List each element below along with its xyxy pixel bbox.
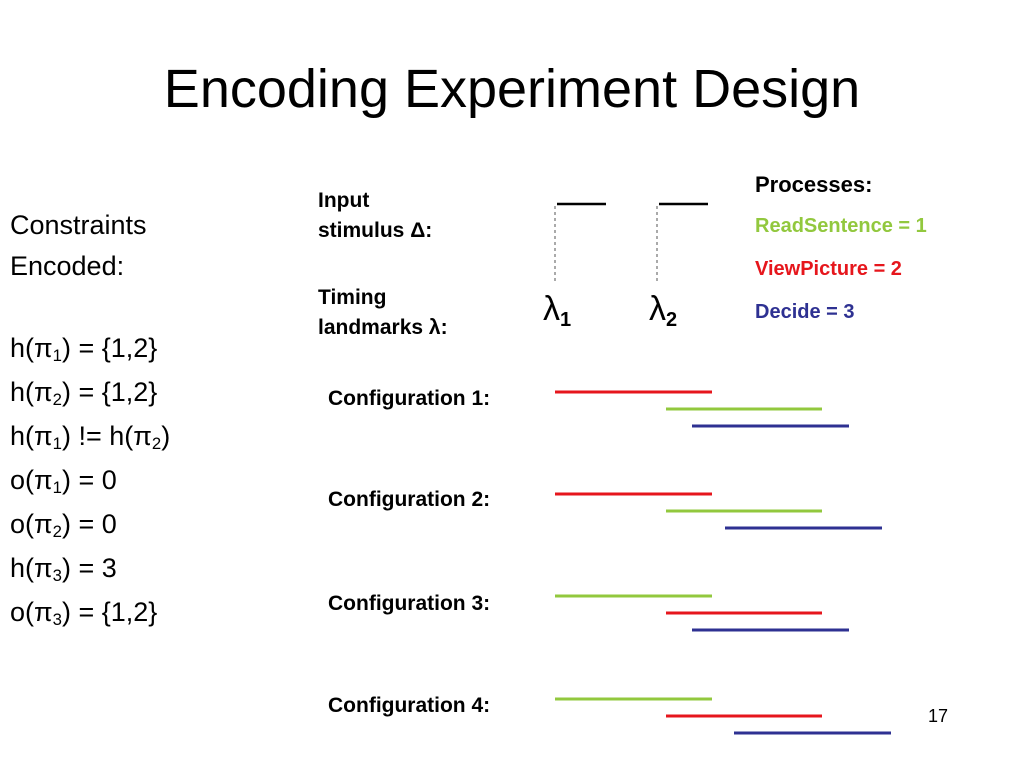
landmark-lambda-2: λ2 bbox=[649, 290, 678, 331]
delta-symbol: Δ bbox=[410, 219, 426, 242]
process-read-sentence: ReadSentence = 1 bbox=[755, 215, 927, 237]
configuration-1-label: Configuration 1: bbox=[328, 387, 491, 410]
constraint-line-1: h(π1) = {1,2} bbox=[10, 333, 158, 365]
constraints-heading-line2: Encoded: bbox=[10, 251, 125, 281]
constraint-line-6: h(π3) = 3 bbox=[10, 553, 117, 585]
constraint-line-7: o(π3) = {1,2} bbox=[10, 597, 158, 629]
constraint-line-5: o(π2) = 0 bbox=[10, 509, 117, 541]
processes-title: Processes: bbox=[755, 172, 873, 197]
constraint-line-2: h(π2) = {1,2} bbox=[10, 377, 158, 409]
constraints-heading-line1: Constraints bbox=[10, 210, 147, 240]
landmark-lambda-1: λ1 bbox=[543, 290, 572, 331]
page-number: 17 bbox=[928, 706, 949, 726]
input-stimulus-label: Input stimulus Δ: bbox=[318, 189, 433, 242]
slide-title: Encoding Experiment Design bbox=[163, 59, 861, 119]
constraint-line-4: o(π1) = 0 bbox=[10, 465, 117, 497]
process-decide: Decide = 3 bbox=[755, 301, 855, 323]
process-view-picture: ViewPicture = 2 bbox=[755, 258, 902, 280]
timing-landmarks-label: Timing landmarks λ: bbox=[318, 286, 448, 339]
configuration-2-label: Configuration 2: bbox=[328, 488, 491, 511]
lambda-symbol: λ bbox=[428, 316, 441, 339]
constraints-block: Constraints Encoded: h(π1) = {1,2} h(π2)… bbox=[10, 205, 170, 636]
configuration-4-label: Configuration 4: bbox=[328, 694, 491, 717]
constraint-line-3: h(π1) != h(π2) bbox=[10, 421, 171, 453]
configuration-3-label: Configuration 3: bbox=[328, 592, 491, 615]
